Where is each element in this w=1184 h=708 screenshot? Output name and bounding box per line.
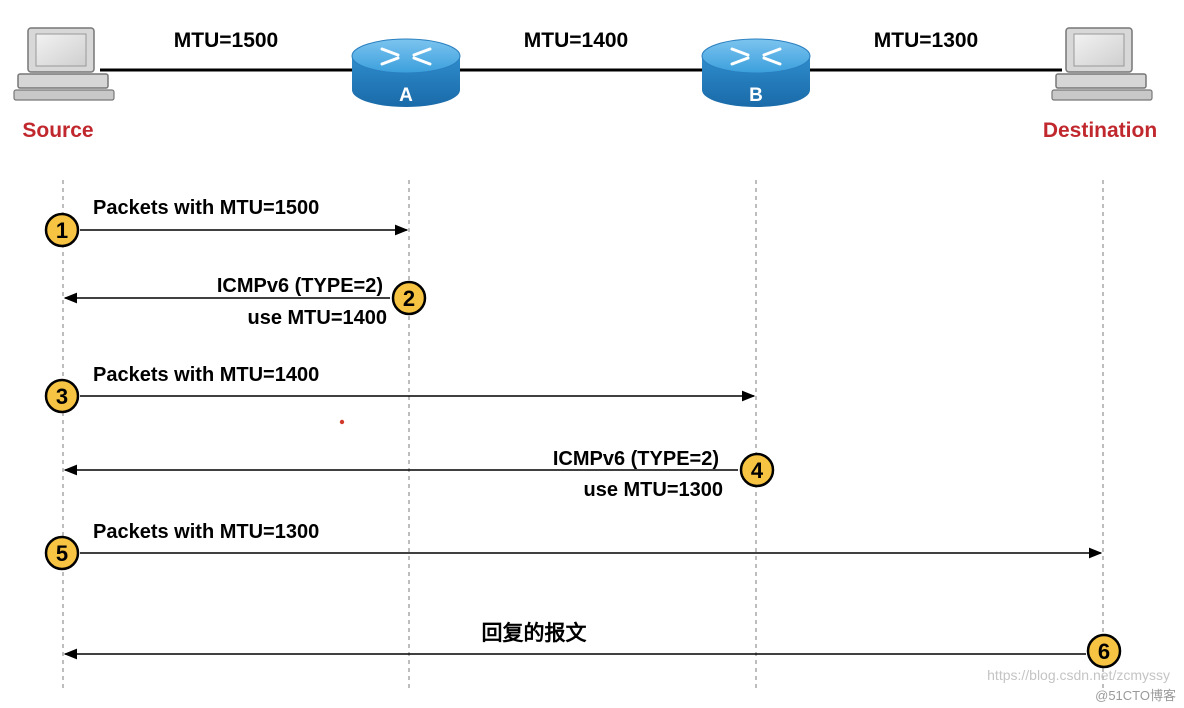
- step-4-label-line1: ICMPv6 (TYPE=2): [553, 448, 719, 470]
- lifelines: [62, 180, 1104, 692]
- svg-text:1: 1: [56, 218, 68, 243]
- svg-text:3: 3: [56, 384, 68, 409]
- router-b-label: B: [749, 85, 763, 106]
- red-dot-mark: [339, 419, 345, 425]
- step-1-label: Packets with MTU=1500: [93, 197, 319, 219]
- link-label-3: MTU=1300: [874, 29, 978, 52]
- router-a-icon: [351, 38, 461, 107]
- watermark-url: https://blog.csdn.net/zcmyssy: [987, 667, 1170, 683]
- step-3-badge: 3: [44, 378, 80, 414]
- source-computer-icon: [13, 27, 115, 101]
- router-a-label: A: [399, 85, 413, 106]
- step-5-label: Packets with MTU=1300: [93, 521, 319, 543]
- step-4-label-line2: use MTU=1300: [583, 479, 723, 501]
- watermark-brand: @51CTO博客: [1095, 688, 1176, 703]
- source-label: Source: [22, 119, 93, 142]
- destination-label: Destination: [1043, 119, 1157, 142]
- svg-text:6: 6: [1098, 639, 1110, 664]
- step-1-badge: 1: [44, 212, 80, 248]
- svg-text:5: 5: [56, 541, 68, 566]
- step-2-badge: 2: [391, 280, 427, 316]
- svg-text:4: 4: [751, 458, 764, 483]
- step-6-label: 回复的报文: [482, 621, 588, 645]
- destination-computer-icon: [1051, 27, 1153, 101]
- step-5-badge: 5: [44, 535, 80, 571]
- step-2-label-line2: use MTU=1400: [247, 307, 387, 329]
- link-label-2: MTU=1400: [524, 29, 628, 52]
- step-4-badge: 4: [739, 452, 775, 488]
- step-2-label-line1: ICMPv6 (TYPE=2): [217, 275, 383, 297]
- router-b-icon: [701, 38, 811, 107]
- svg-text:2: 2: [403, 286, 415, 311]
- step-3-label: Packets with MTU=1400: [93, 364, 319, 386]
- link-label-1: MTU=1500: [174, 29, 278, 52]
- step-6-badge: 6: [1086, 633, 1122, 669]
